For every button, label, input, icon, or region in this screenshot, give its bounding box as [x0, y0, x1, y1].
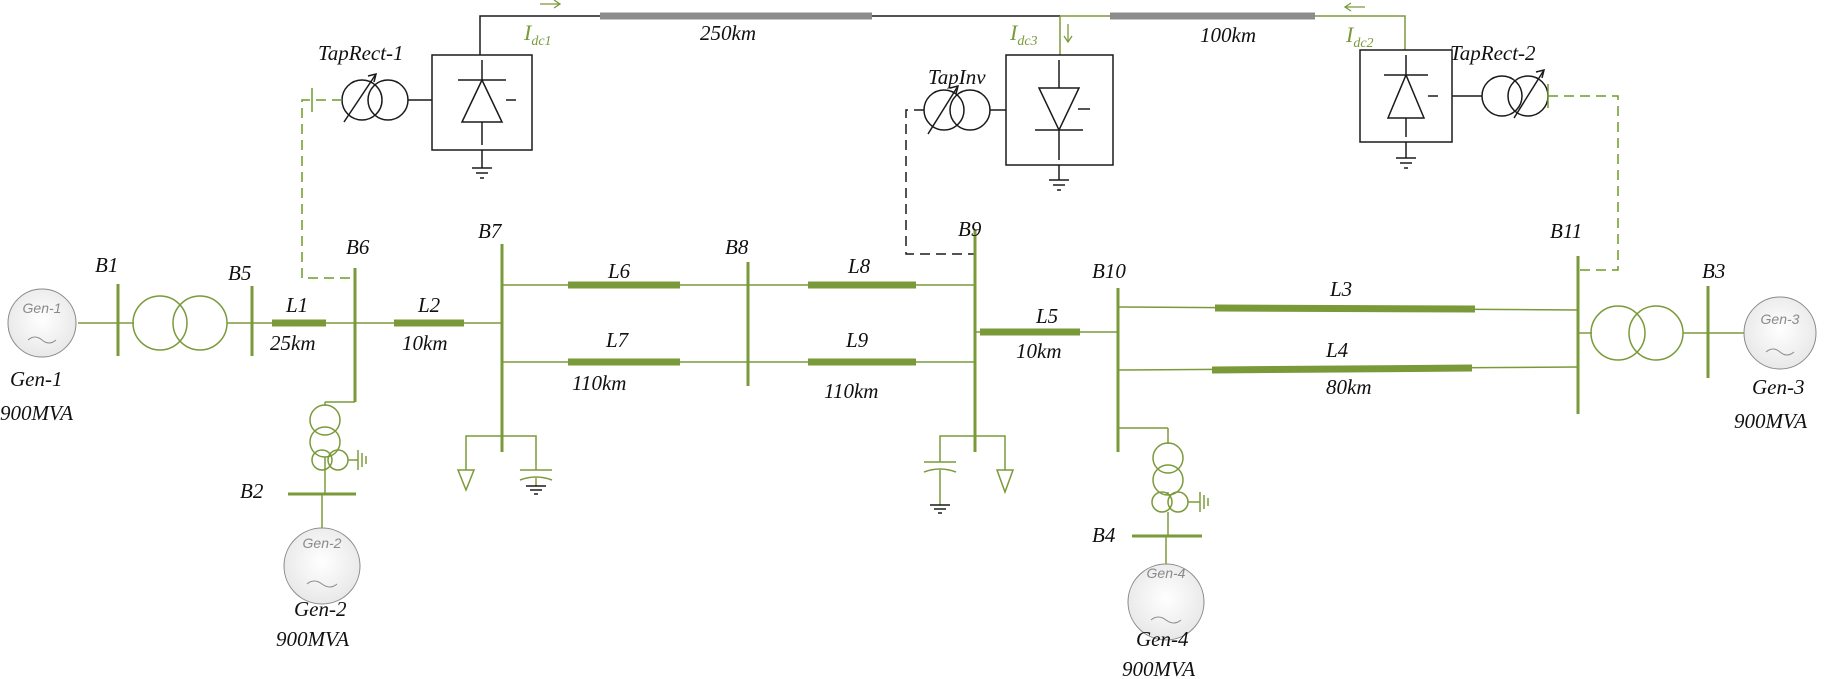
line-l3	[1214, 304, 1476, 313]
converter-taprect-1	[341, 54, 533, 179]
label-l2: L2	[417, 293, 441, 317]
ground-b7-cap	[526, 485, 546, 495]
label-b10: B10	[1092, 259, 1126, 283]
load-b9	[995, 469, 1015, 495]
label-b7: B7	[478, 219, 503, 243]
generator-gen-4: Gen-4	[1127, 563, 1205, 641]
label-l7-length: 110km	[572, 371, 626, 395]
label-gen-3: Gen-3	[1752, 375, 1804, 399]
transformer-t2	[309, 404, 341, 436]
label-b8: B8	[725, 235, 749, 259]
generator-gen-1: Gen-1	[7, 288, 77, 358]
line-l4	[1211, 364, 1473, 374]
label-taprect-2: TapRect-2	[1450, 41, 1536, 65]
transformer-t4	[1152, 442, 1184, 474]
generator-gen-3: Gen-3	[1743, 296, 1817, 370]
label-taprect-1: TapRect-1	[318, 41, 404, 65]
converter-feeders	[301, 84, 1619, 279]
label-idc1: Idc1	[523, 20, 552, 49]
label-dc-100km: 100km	[1200, 23, 1256, 47]
label-l3: L3	[1329, 277, 1352, 301]
grounding-transformer-2	[311, 449, 333, 471]
transformer-t1	[132, 295, 188, 351]
label-l8: L8	[847, 254, 871, 278]
label-b4: B4	[1092, 523, 1116, 547]
label-b1: B1	[95, 253, 118, 277]
converter-taprect-2	[1359, 49, 1549, 169]
rect2-feeder	[1548, 95, 1619, 271]
label-gen-1-rating: 900MVA	[0, 401, 73, 425]
rectifier-1-diode	[460, 78, 504, 123]
label-gen-2: Gen-2	[294, 597, 347, 621]
dc-network	[479, 0, 1406, 55]
gen-3-icon-label: Gen-3	[1761, 311, 1800, 327]
idc2-arrow	[1343, 2, 1365, 12]
gen-4-icon-label: Gen-4	[1147, 565, 1186, 581]
label-l2-length: 10km	[402, 331, 448, 355]
label-b9: B9	[958, 217, 982, 241]
label-l4: L4	[1325, 338, 1349, 362]
label-l9: L9	[845, 328, 869, 352]
label-b3: B3	[1702, 259, 1725, 283]
converter-tapinv	[923, 54, 1114, 191]
label-l1: L1	[285, 293, 308, 317]
label-l5-length: 10km	[1016, 339, 1062, 363]
rect1-feeder	[301, 99, 355, 279]
load-b9-feed	[975, 435, 1006, 470]
inv-feeder	[905, 109, 975, 255]
inverter-diode	[1037, 87, 1081, 132]
label-gen-1: Gen-1	[10, 367, 62, 391]
load-b7	[456, 469, 476, 493]
label-b5: B5	[228, 261, 251, 285]
label-idc2: Idc2	[1345, 22, 1374, 51]
label-l4-length: 80km	[1326, 375, 1372, 399]
label-l6: L6	[607, 259, 631, 283]
label-b2: B2	[240, 479, 264, 503]
grounding-transformer-4	[1151, 491, 1173, 513]
label-tapinv: TapInv	[928, 65, 986, 89]
label-dc-250km: 250km	[700, 21, 756, 45]
rectifier-2-diode	[1386, 73, 1426, 119]
label-b11: B11	[1550, 219, 1582, 243]
label-gen-4-rating: 900MVA	[1122, 657, 1195, 679]
gen-1-icon-label: Gen-1	[23, 300, 62, 316]
generator-gen-2: Gen-2	[283, 527, 361, 605]
label-b6: B6	[346, 235, 370, 259]
ground-b9-cap	[930, 504, 950, 514]
label-l5: L5	[1035, 304, 1058, 328]
transformer-t3	[1590, 305, 1646, 361]
ac-network	[78, 230, 1744, 566]
label-idc3: Idc3	[1009, 20, 1038, 49]
label-gen-3-rating: 900MVA	[1734, 409, 1807, 433]
label-gen-4: Gen-4	[1136, 627, 1189, 651]
idc3-arrow	[1063, 24, 1073, 44]
label-l1-length: 25km	[270, 331, 316, 355]
idc1-arrow	[540, 0, 562, 9]
label-gen-2-rating: 900MVA	[276, 627, 349, 651]
load-b7-feed	[465, 435, 502, 470]
label-l9-length: 110km	[824, 379, 878, 403]
label-l7: L7	[605, 328, 630, 352]
gen-2-icon-label: Gen-2	[303, 535, 342, 551]
